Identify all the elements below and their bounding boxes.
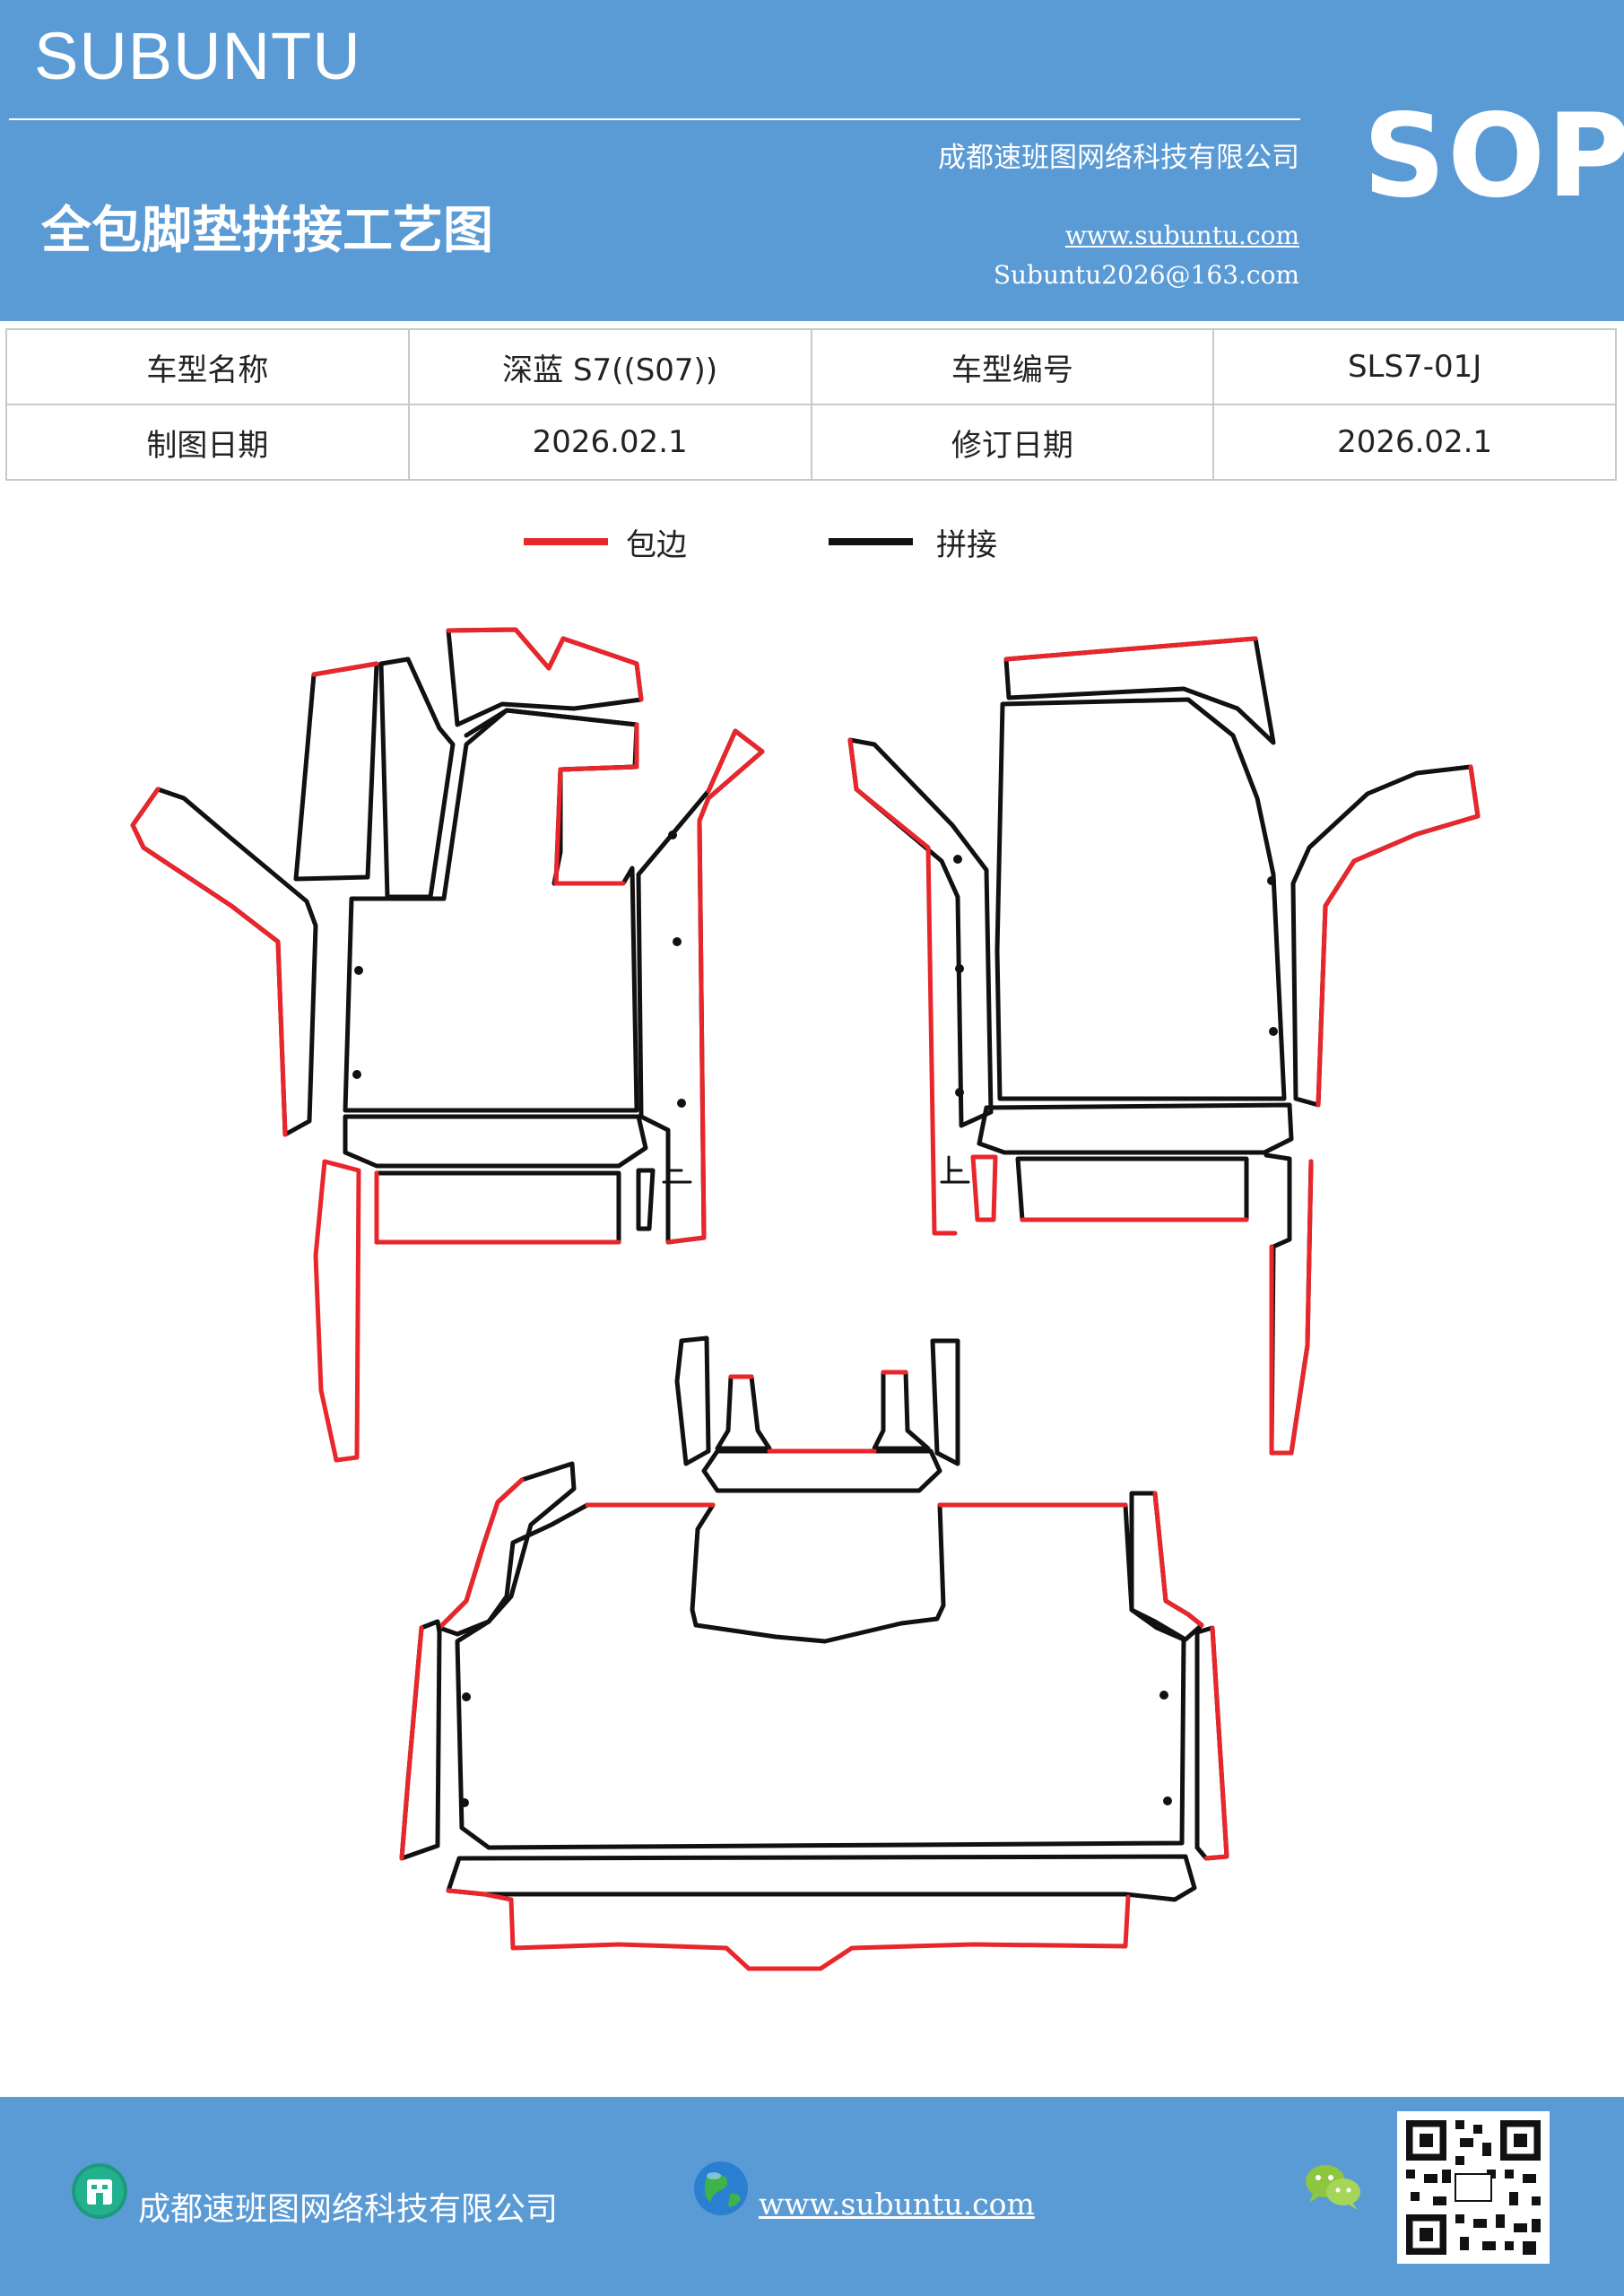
table-row: 制图日期 2026.02.1 修订日期 2026.02.1 bbox=[5, 404, 1617, 481]
mat-piece bbox=[482, 1892, 1131, 1971]
mat-piece bbox=[930, 1338, 960, 1466]
mat-piece bbox=[977, 1102, 1294, 1155]
mat-piece bbox=[847, 737, 994, 1128]
mat-edge bbox=[1203, 1625, 1229, 1861]
legend-label: 拼接 bbox=[936, 527, 997, 563]
legend-label: 包边 bbox=[626, 527, 687, 563]
company-name: 成都速班图网络科技有限公司 bbox=[938, 142, 1299, 174]
floor-mat-diagram bbox=[130, 627, 1481, 1971]
mat-piece bbox=[130, 787, 318, 1137]
info-table: 车型名称 深蓝 S7((S07)) 车型编号 SLS7-01J 制图日期 202… bbox=[5, 328, 1617, 481]
globe-icon bbox=[694, 2161, 748, 2215]
email-address: Subuntu2026@163.com bbox=[993, 260, 1299, 290]
legend-swatch-red bbox=[524, 538, 608, 545]
mat-piece bbox=[674, 1335, 711, 1466]
table-cell-label: 修订日期 bbox=[810, 404, 1215, 481]
mat-piece bbox=[872, 1370, 931, 1451]
building-icon bbox=[72, 2163, 127, 2219]
mat-piece bbox=[313, 1159, 361, 1463]
sop-badge: SOP bbox=[1363, 90, 1624, 223]
mat-piece bbox=[293, 661, 379, 882]
mat-edge bbox=[1316, 764, 1481, 1108]
footer: 成都速班图网络科技有限公司 www.subuntu.com bbox=[0, 2097, 1624, 2296]
mat-piece bbox=[1194, 1625, 1229, 1861]
mat-edge bbox=[665, 728, 765, 1245]
mat-edge bbox=[553, 722, 639, 886]
table-row: 车型名称 深蓝 S7((S07)) 车型编号 SLS7-01J bbox=[5, 328, 1617, 405]
table-cell-label: 车型名称 bbox=[5, 328, 410, 405]
header-divider bbox=[9, 118, 1300, 120]
table-cell-value: 2026.02.1 bbox=[1212, 404, 1617, 481]
mat-edge bbox=[1152, 1491, 1204, 1628]
table-cell-label: 车型编号 bbox=[810, 328, 1215, 405]
legend-swatch-black bbox=[829, 538, 913, 545]
mat-edge bbox=[446, 1888, 487, 1897]
latch-icon bbox=[662, 1155, 692, 1184]
mat-edge bbox=[1269, 1159, 1314, 1456]
wechat-icon bbox=[1306, 2165, 1360, 2210]
table-cell-value: 深蓝 S7((S07)) bbox=[407, 328, 812, 405]
footer-company: 成都速班图网络科技有限公司 bbox=[138, 2191, 559, 2228]
mat-piece bbox=[994, 697, 1287, 1101]
mat-edge bbox=[311, 661, 379, 677]
mat-edge bbox=[1003, 636, 1258, 662]
mat-piece bbox=[636, 1168, 656, 1231]
table-cell-value: SLS7-01J bbox=[1212, 328, 1617, 405]
mat-piece bbox=[374, 1170, 621, 1245]
table-cell-value: 2026.02.1 bbox=[407, 404, 812, 481]
mat-edge bbox=[437, 1477, 525, 1631]
header: SUBUNTU 成都速班图网络科技有限公司 全包脚垫拼接工艺图 www.subu… bbox=[0, 0, 1624, 321]
mat-piece bbox=[343, 1114, 648, 1169]
website-link[interactable]: www.subuntu.com bbox=[1064, 221, 1299, 250]
mat-piece bbox=[701, 1448, 942, 1493]
brand-logo-text: SUBUNTU bbox=[34, 19, 361, 93]
mat-piece bbox=[970, 1154, 998, 1222]
mat-edge bbox=[446, 627, 644, 702]
mat-piece bbox=[378, 657, 456, 900]
mat-edge bbox=[130, 787, 288, 1137]
mat-piece bbox=[455, 1502, 1186, 1850]
qr-code[interactable] bbox=[1397, 2111, 1550, 2264]
mat-edge bbox=[847, 737, 958, 1236]
mat-piece bbox=[715, 1374, 772, 1451]
mat-edge bbox=[728, 1370, 908, 1379]
footer-website-link[interactable]: www.subuntu.com bbox=[759, 2187, 1035, 2222]
mat-piece bbox=[446, 1854, 1197, 1902]
mat-edge bbox=[374, 1170, 621, 1245]
table-cell-label: 制图日期 bbox=[5, 404, 410, 481]
page-title: 全包脚垫拼接工艺图 bbox=[41, 201, 493, 260]
latch-icon bbox=[940, 1155, 970, 1184]
mat-edge bbox=[399, 1625, 424, 1861]
mat-piece bbox=[464, 708, 639, 886]
mat-piece bbox=[446, 627, 644, 727]
mat-piece bbox=[1015, 1156, 1249, 1222]
